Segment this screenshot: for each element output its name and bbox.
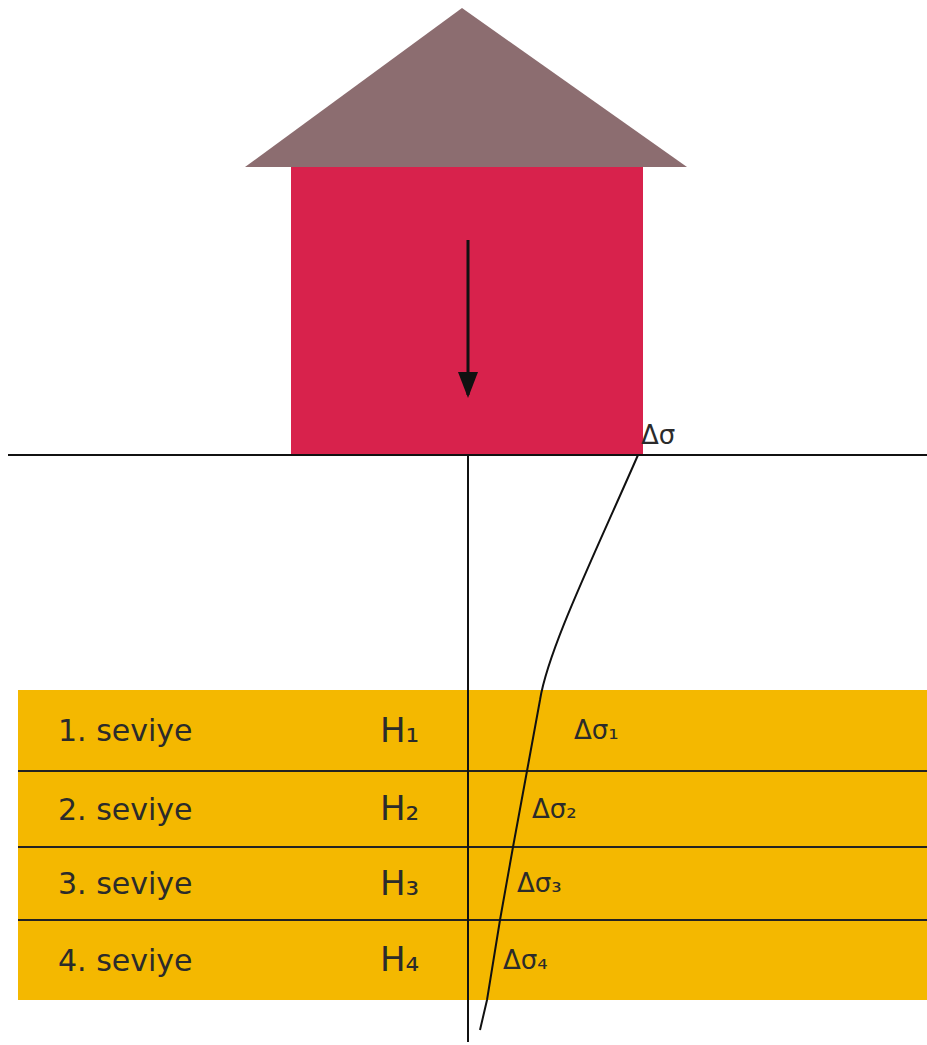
layer-thickness: H₃ — [380, 865, 419, 902]
layer-thickness: H₄ — [380, 941, 419, 978]
layer-name: 1. seviye — [58, 714, 193, 747]
layer-thickness: H₂ — [380, 790, 419, 827]
soil-layer: 2. seviye H₂ Δσ₂ — [18, 771, 927, 847]
layer-boundary — [18, 846, 927, 848]
center-axis — [467, 455, 469, 1042]
stress-increment: Δσ₃ — [517, 869, 562, 898]
stress-increment: Δσ₄ — [503, 946, 548, 975]
soil-layer: 1. seviye H₁ Δσ₁ — [18, 690, 927, 771]
stress-increment: Δσ₁ — [574, 716, 619, 745]
stress-label: Δσ — [641, 421, 675, 450]
load-arrowhead — [458, 372, 478, 398]
layer-boundary — [18, 770, 927, 772]
load-arrow — [467, 240, 470, 395]
layer-name: 2. seviye — [58, 793, 193, 826]
layer-boundary — [18, 919, 927, 921]
layer-name: 3. seviye — [58, 867, 193, 900]
stress-curve — [480, 455, 638, 1030]
layer-name: 4. seviye — [58, 944, 193, 977]
soil-layer: 4. seviye H₄ Δσ₄ — [18, 920, 927, 1000]
stress-increment: Δσ₂ — [532, 795, 577, 824]
soil-layer: 3. seviye H₃ Δσ₃ — [18, 847, 927, 920]
house-roof — [245, 8, 687, 167]
house-body — [291, 167, 643, 455]
layer-thickness: H₁ — [380, 712, 419, 749]
